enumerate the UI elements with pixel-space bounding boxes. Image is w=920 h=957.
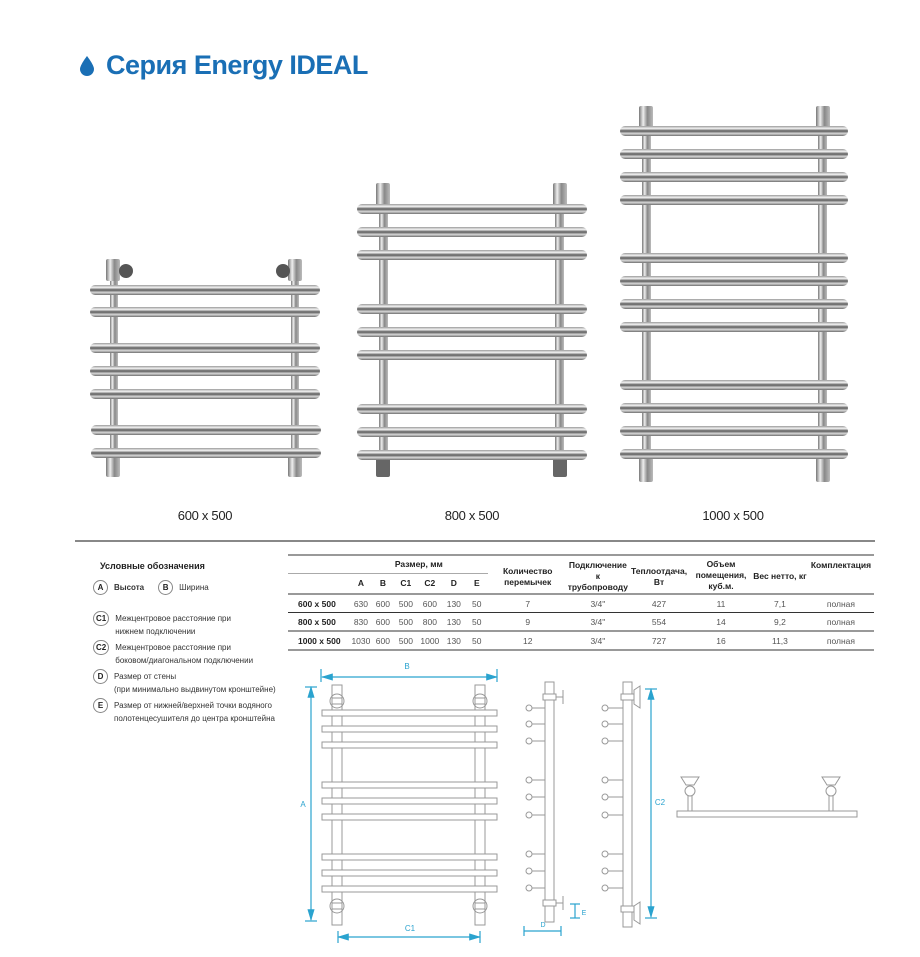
dim-label-c1: C1 (405, 924, 416, 933)
cell: полная (826, 616, 856, 627)
cell: 11 (716, 598, 726, 609)
column-header: C2 (417, 572, 442, 594)
column-header: Объем помещения, куб.м. (695, 559, 747, 591)
table-row: 600 x 500 630 600 500 600 130 50 7 3/4" … (288, 594, 874, 613)
cell: 600 (375, 598, 390, 609)
legend-item-a-b: A Высота B Ширина (93, 580, 209, 595)
cell: полная (826, 635, 856, 646)
legend-symbol: B (158, 580, 174, 595)
cell: 500 (398, 635, 413, 646)
legend-text: боковом/диагональном подключении (115, 656, 254, 665)
legend-text: Размер от стены (114, 672, 177, 681)
cell: 727 (651, 635, 667, 646)
column-header: B (371, 572, 394, 594)
cell: 427 (651, 598, 667, 609)
cell: полная (826, 598, 856, 609)
column-header: A (349, 572, 372, 594)
cell: 11,3 (771, 635, 788, 646)
cell: 50 (472, 598, 482, 609)
cell: 50 (472, 616, 482, 627)
legend-symbol: C2 (93, 640, 110, 655)
model-cell: 1000 x 500 (298, 635, 341, 646)
legend-text: (при минимально выдвинутом кронштейне) (114, 685, 276, 694)
cell: 600 (375, 616, 390, 627)
cell: 500 (398, 616, 413, 627)
legend-text: нижнем подключении (115, 627, 196, 636)
cell: 3/4" (590, 598, 606, 609)
legend-text: Межцентровое расстояние при (115, 643, 231, 652)
cell: 3/4" (590, 616, 606, 627)
legend-text: Ширина (179, 583, 209, 592)
legend-text: полотенцесушителя до центра кронштейна (114, 714, 275, 723)
column-header: D (441, 572, 466, 594)
dim-label-d: D (540, 922, 545, 929)
cell: 1030 (351, 635, 371, 646)
column-header: Комплектация (810, 560, 872, 570)
product-caption: 1000 x 500 (702, 508, 764, 523)
legend-symbol: C1 (93, 611, 110, 626)
column-header: E (465, 572, 488, 594)
cell: 130 (446, 635, 461, 646)
cell: 800 (422, 616, 437, 627)
product-image-800x500 (357, 183, 587, 477)
section-divider (75, 540, 875, 542)
legend-item-e: E Размер от нижней/верхней точки водяног… (93, 698, 275, 725)
cell: 7,1 (774, 598, 786, 609)
legend-symbol: A (93, 580, 108, 595)
front-view-drawing: B A C1 (300, 662, 499, 943)
side-view-drawing: C2 E D (523, 681, 665, 936)
water-drop-icon (80, 55, 94, 76)
legend-title: Условные обозначения (100, 561, 205, 571)
model-cell: 600 x 500 (298, 598, 336, 609)
cell: 9,2 (774, 616, 786, 627)
table-row: 800 x 500 830 600 500 800 130 50 9 3/4" … (288, 613, 874, 631)
cell: 130 (446, 616, 461, 627)
column-header: Количество перемычек (502, 565, 553, 587)
dim-label-a: A (300, 800, 306, 809)
product-image-1000x500 (620, 106, 848, 482)
cell: 830 (353, 616, 368, 627)
top-view-drawing (676, 776, 858, 818)
column-header: Теплоотдача, Вт (630, 565, 688, 587)
legend-item-c2: C2 Межцентровое расстояние при боковом/ди… (93, 640, 253, 667)
legend-text: Высота (114, 583, 145, 592)
dim-label-e: E (582, 910, 587, 917)
cell: 500 (398, 598, 413, 609)
product-caption: 600 x 500 (177, 508, 233, 523)
cell: 12 (522, 635, 533, 646)
cell: 1000 (420, 635, 440, 646)
spec-table: Размер, мм Количество перемычек Подключе… (288, 554, 874, 651)
cell: 50 (472, 635, 482, 646)
product-caption: 800 x 500 (444, 508, 500, 523)
legend-text: Размер от нижней/верхней точки водяного (114, 701, 272, 710)
title-text: Серия Energy IDEAL (106, 50, 368, 80)
cell: 554 (651, 616, 667, 627)
legend-text: Межцентровое расстояние при (115, 614, 231, 623)
column-header: C1 (393, 572, 418, 594)
page-title: Серия Energy IDEAL (80, 50, 368, 81)
legend-symbol: E (93, 698, 108, 713)
legend-item-c1: C1 Межцентровое расстояние при нижнем под… (93, 611, 231, 638)
cell: 9 (525, 616, 531, 627)
cell: 16 (716, 635, 726, 646)
cell: 600 (422, 598, 437, 609)
dim-label-b: B (404, 662, 409, 671)
cell: 7 (525, 598, 531, 609)
group-header: Размер, мм (394, 558, 443, 569)
column-header: Подключение к трубопроводу (567, 560, 629, 592)
cell: 3/4" (590, 635, 606, 646)
model-cell: 800 x 500 (298, 616, 336, 627)
cell: 600 (375, 635, 390, 646)
cell: 630 (353, 598, 368, 609)
column-header: Вес нетто, кг (753, 571, 807, 581)
legend-item-d: D Размер от стены (при минимально выдвину… (93, 669, 276, 696)
table-row: 1000 x 500 1030 600 500 1000 130 50 12 3… (288, 631, 874, 650)
table-header-row: Размер, мм Количество перемычек Подключе… (288, 555, 874, 592)
legend-symbol: D (93, 669, 108, 684)
cell: 130 (446, 598, 461, 609)
product-image-600x500 (90, 259, 321, 477)
cell: 14 (716, 616, 726, 627)
dim-label-c2: C2 (655, 798, 665, 807)
